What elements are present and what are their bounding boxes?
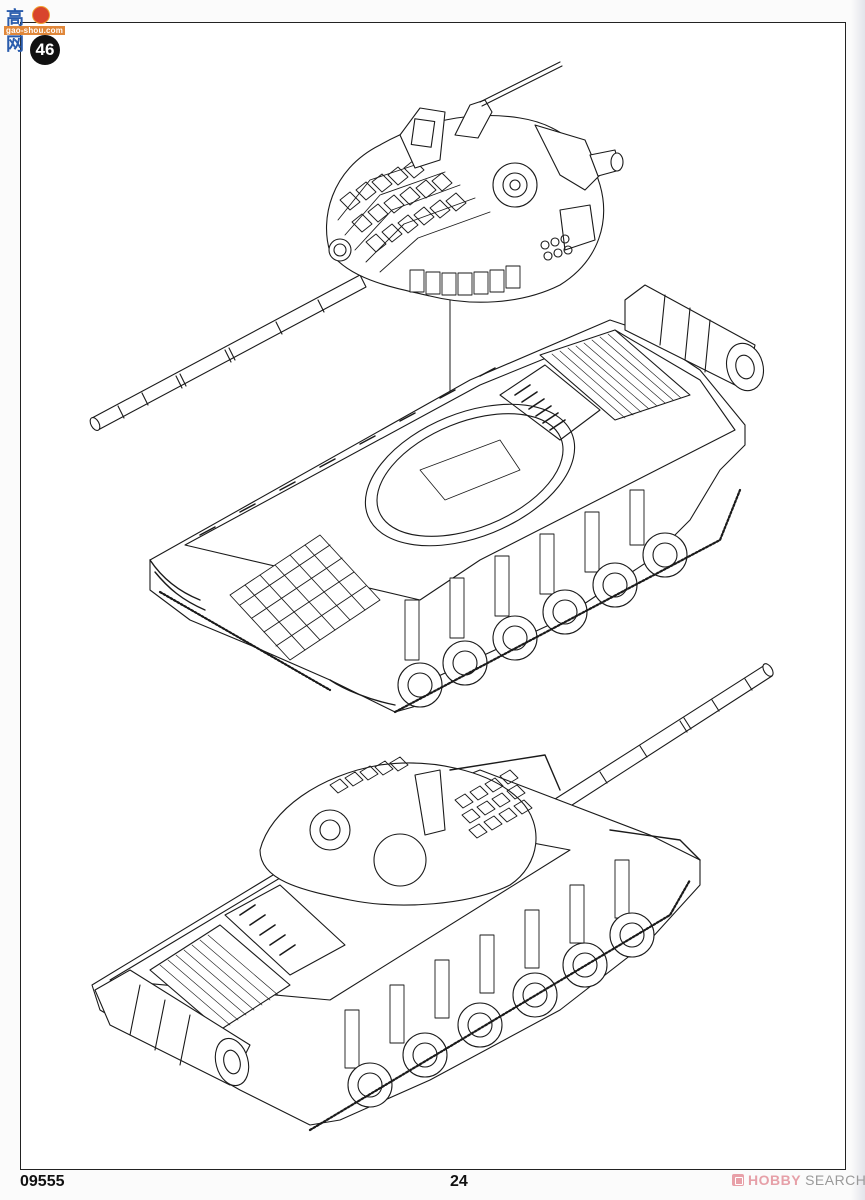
- assembled-fuel-drums: [94, 969, 251, 1087]
- watermark-logo: 高 网: [6, 8, 46, 55]
- watermark-url: gao-shou.com: [4, 26, 66, 35]
- brand-search-text: SEARCH: [805, 1172, 865, 1188]
- hull-fuel-drums: [624, 284, 765, 392]
- brand-hobby-text: HOBBY: [748, 1172, 802, 1188]
- watermark-badge-icon: [32, 6, 50, 24]
- page-number: 24: [450, 1173, 468, 1190]
- page-edge-shadow: [851, 0, 865, 1200]
- product-code: 09555: [20, 1173, 65, 1190]
- turret-main-gun: [89, 274, 367, 432]
- step-number-badge: 46: [30, 35, 60, 65]
- hull-top-view: [149, 284, 765, 714]
- hobby-search-brand: HOBBY SEARCH: [732, 1172, 865, 1188]
- hobby-search-logo-icon: [732, 1174, 744, 1186]
- assembled-main-gun: [529, 663, 774, 828]
- tank-assembled-view: [91, 663, 774, 1132]
- hull-road-wheels: [397, 532, 688, 708]
- site-watermark: 高 网 gao-shou.com: [2, 4, 74, 55]
- turret-exploded: [89, 61, 624, 432]
